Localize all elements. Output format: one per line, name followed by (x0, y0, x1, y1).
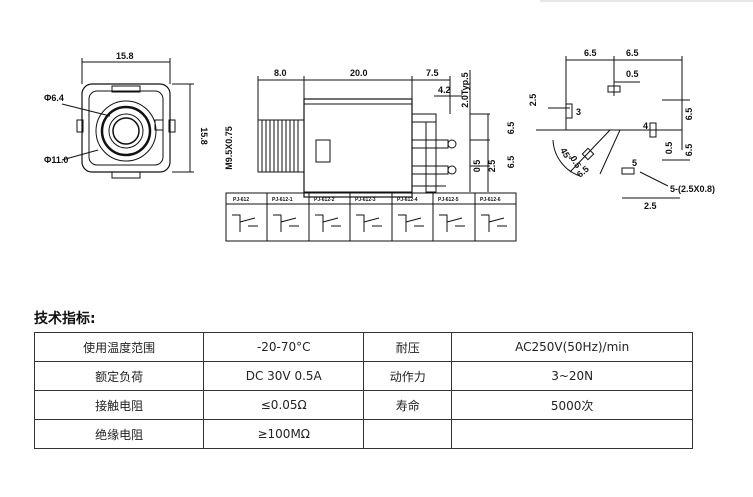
outer-diameter-label: Φ11.0 (44, 155, 68, 165)
pcb-top-c: 0.5 (626, 69, 639, 79)
variant-6: PJ-612-6 (480, 197, 501, 203)
pcb-pin-a: 3 (576, 107, 581, 117)
spec-label: 额定负荷 (33, 361, 205, 391)
inner-diameter-label: Φ6.4 (44, 93, 64, 103)
pcb-right-a: 6.5 (684, 108, 694, 121)
pcb-top-a: 6.5 (584, 48, 597, 58)
pcb-top-b: 6.5 (626, 48, 639, 58)
side-pin-1: 6.5 (506, 122, 516, 135)
side-pin-4: 6.5 (506, 156, 516, 169)
side-dim-b: 20.0 (350, 68, 368, 78)
side-pin-2: 0.5 (472, 160, 482, 173)
pcb-right-b: 0.5 (664, 142, 674, 155)
side-view (257, 70, 490, 198)
pcb-right-c: 6.5 (684, 144, 694, 157)
spec-label: 耐压 (363, 332, 453, 362)
spec-label (363, 419, 453, 449)
spec-label: 接触电阻 (33, 390, 205, 420)
pcb-left-a: 2.5 (528, 94, 538, 107)
spec-value (451, 419, 693, 449)
section-title: 技术指标: (34, 311, 96, 327)
spec-value: DC 30V 0.5A (203, 361, 365, 391)
spec-value: ≤0.05Ω (203, 390, 365, 420)
variant-5: PJ-612-5 (438, 197, 459, 203)
variant-1: PJ-612-1 (272, 197, 293, 203)
variant-3: PJ-612-3 (355, 197, 376, 203)
front-view (61, 58, 194, 179)
variant-4: PJ-612-4 (397, 197, 418, 203)
table-row: 额定负荷 DC 30V 0.5A 动作力 3~20N (33, 361, 693, 391)
side-dim-e: 2.0Typ.5 (460, 72, 470, 107)
spec-value: -20-70°C (203, 332, 365, 362)
front-height-label: 15.8 (199, 127, 209, 145)
table-row: 接触电阻 ≤0.05Ω 寿命 5000次 (33, 390, 693, 420)
spec-label: 使用温度范围 (33, 332, 205, 362)
variant-0: PJ-612 (233, 197, 249, 203)
pcb-pin-b: 4 (643, 121, 648, 131)
side-dim-d: 4.2 (438, 85, 451, 95)
spec-label: 绝缘电阻 (33, 419, 205, 449)
spec-value: ≥100MΩ (203, 419, 365, 449)
side-dim-a: 8.0 (274, 68, 287, 78)
variant-strip (225, 192, 517, 242)
spec-label: 寿命 (363, 390, 453, 420)
side-dim-c: 7.5 (426, 68, 439, 78)
spec-value: 3~20N (451, 361, 693, 391)
spec-value: 5000次 (451, 390, 693, 420)
thread-label: M9.5X0.75 (224, 126, 234, 170)
pcb-layout (536, 56, 690, 199)
front-width-label: 15.8 (116, 51, 134, 61)
pcb-hole-note: 5-(2.5X0.8) (670, 184, 715, 194)
pcb-bottom: 2.5 (644, 201, 657, 211)
table-row: 使用温度范围 -20-70°C 耐压 AC250V(50Hz)/min (33, 332, 693, 362)
top-divider (540, 0, 753, 2)
pcb-pin-c: 5 (632, 158, 637, 168)
technical-drawing: 15.8 15.8 Φ6.4 Φ11.0 (44, 48, 715, 242)
spec-value: AC250V(50Hz)/min (451, 332, 693, 362)
spec-table: 使用温度范围 -20-70°C 耐压 AC250V(50Hz)/min 额定负荷… (33, 332, 693, 449)
table-row: 绝缘电阻 ≥100MΩ (33, 419, 693, 449)
side-pin-3: 2.5 (487, 160, 497, 173)
variant-2: PJ-612-2 (314, 197, 335, 203)
spec-label: 动作力 (363, 361, 453, 391)
